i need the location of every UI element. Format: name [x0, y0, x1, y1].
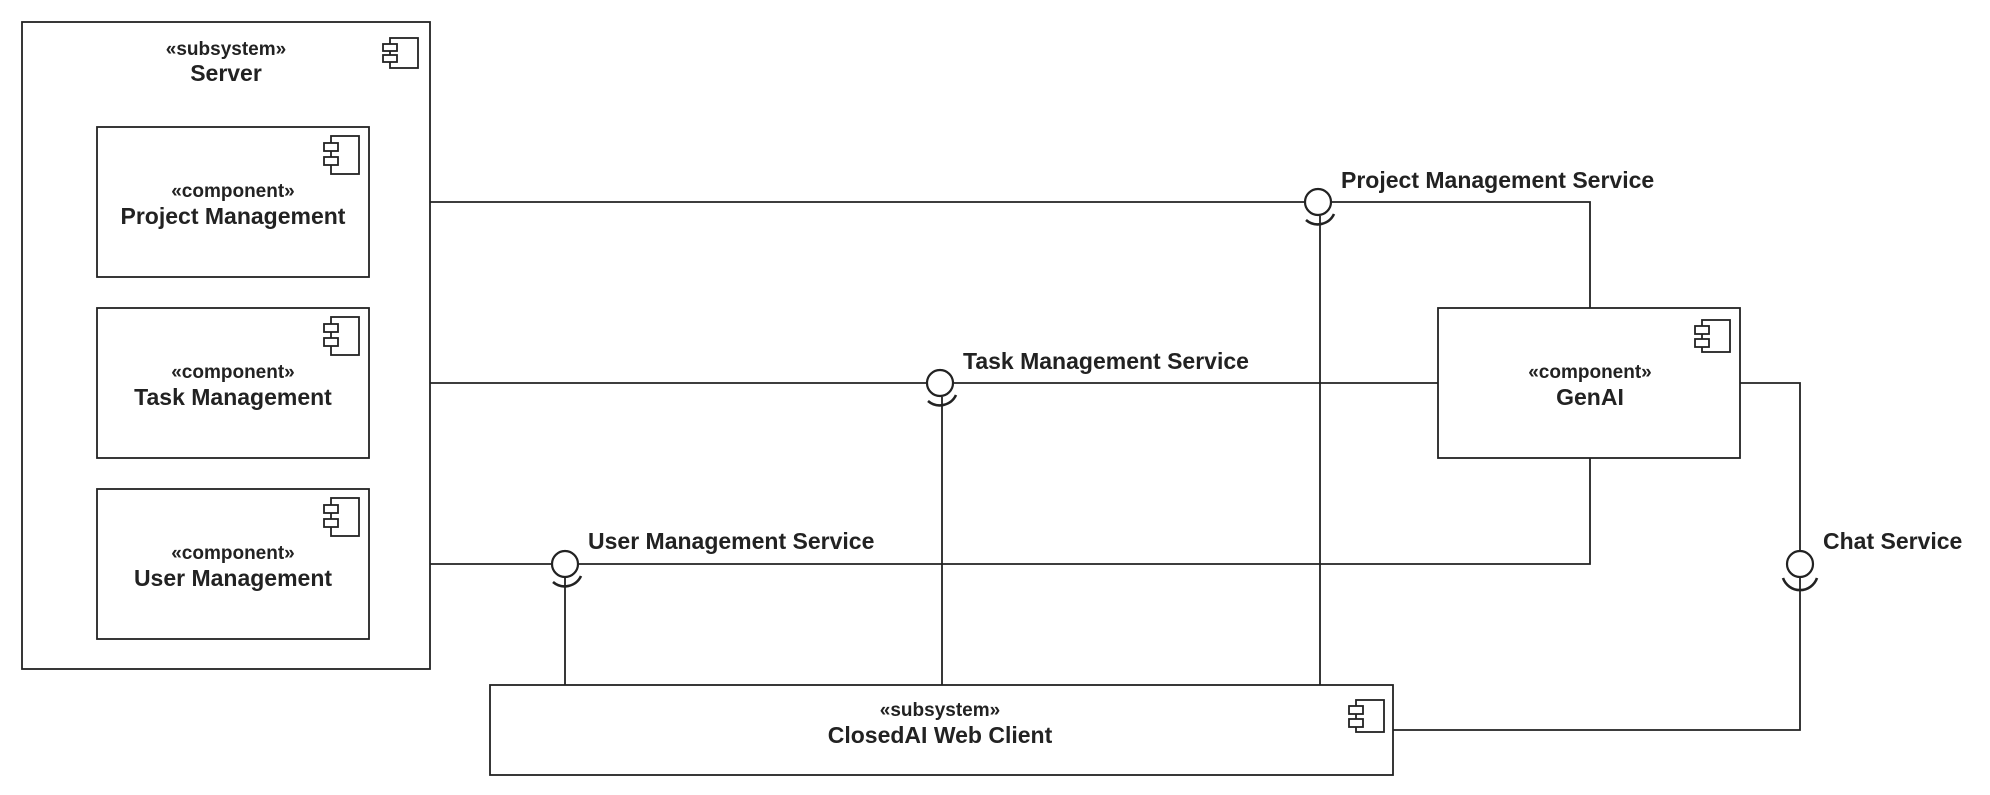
project-management-component[interactable]: «component» Project Management: [96, 126, 370, 278]
task-management-component[interactable]: «component» Task Management: [96, 307, 370, 459]
web-client-stereotype: «subsystem»: [880, 700, 1000, 721]
user-management-name: User Management: [134, 565, 332, 591]
task-management-stereotype: «component»: [171, 362, 295, 383]
chat-service-label: Chat Service: [1823, 528, 1962, 554]
required-interface-socket: [1305, 213, 1336, 226]
user-management-stereotype: «component»: [171, 543, 295, 564]
project-management-service-interface[interactable]: Project Management Service: [1303, 167, 1654, 226]
component-icon: [1348, 699, 1385, 733]
web-client-subsystem[interactable]: «subsystem» ClosedAI Web Client: [489, 684, 1394, 776]
component-icon: [323, 497, 360, 537]
project-management-name: Project Management: [121, 203, 346, 229]
task-management-service-interface[interactable]: Task Management Service: [925, 348, 1249, 407]
line-pm-service-to-genai: [1332, 201, 1591, 308]
project-management-service-label: Project Management Service: [1341, 167, 1654, 193]
required-interface-socket: [927, 394, 958, 407]
project-management-stereotype: «component»: [171, 181, 295, 202]
user-management-component[interactable]: «component» User Management: [96, 488, 370, 640]
genai-component[interactable]: «component» GenAI: [1437, 307, 1741, 459]
user-management-service-interface[interactable]: User Management Service: [550, 528, 874, 588]
component-icon: [323, 316, 360, 356]
component-icon: [382, 37, 419, 69]
line-genai-to-chat-service: [1740, 382, 1801, 552]
component-icon: [1694, 319, 1731, 353]
provided-interface-ball: [1303, 187, 1333, 217]
provided-interface-ball: [925, 368, 955, 398]
provided-interface-ball: [1785, 549, 1815, 579]
task-management-service-label: Task Management Service: [963, 348, 1249, 374]
component-icon: [323, 135, 360, 175]
connector-lines: [370, 201, 1801, 731]
genai-stereotype: «component»: [1528, 362, 1652, 383]
genai-name: GenAI: [1556, 384, 1624, 410]
server-name: Server: [190, 60, 262, 86]
server-stereotype: «subsystem»: [166, 39, 286, 60]
required-interface-socket: [552, 575, 583, 588]
task-management-name: Task Management: [134, 384, 332, 410]
required-interface-socket: [1781, 577, 1819, 592]
line-chat-service-to-web-client: [1393, 578, 1801, 731]
web-client-name: ClosedAI Web Client: [828, 722, 1053, 748]
line-um-service-to-genai: [578, 458, 1591, 565]
user-management-service-label: User Management Service: [588, 528, 874, 554]
provided-interface-ball: [550, 549, 580, 579]
chat-service-interface[interactable]: Chat Service: [1781, 528, 1962, 592]
